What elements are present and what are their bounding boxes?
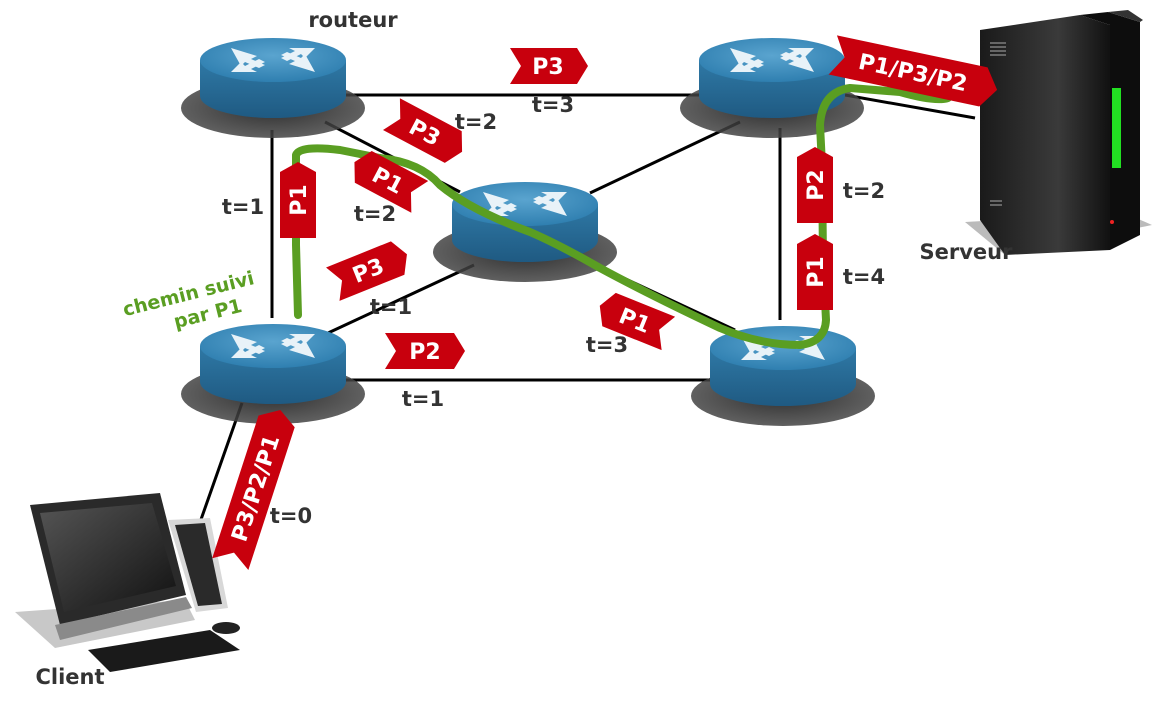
- server-label: Serveur: [920, 240, 1014, 264]
- server-led-icon: [1112, 88, 1121, 168]
- packet-client[interactable]: P3/P2/P1: [212, 404, 298, 570]
- packet-right-p2[interactable]: P2: [797, 147, 833, 223]
- packet-right-p1[interactable]: P1: [797, 234, 833, 310]
- timestamp-center-br: t=3: [586, 333, 628, 357]
- router-label: routeur: [308, 8, 398, 32]
- packet-bl-center[interactable]: P3: [326, 238, 414, 301]
- timestamp-right-p2: t=2: [843, 179, 885, 203]
- router-bottom-left[interactable]: [181, 324, 365, 424]
- link-bl-center: [327, 263, 475, 335]
- timestamp-tl-center: t=2: [455, 110, 497, 134]
- keyboard-icon: [88, 630, 240, 672]
- client-computer[interactable]: [15, 493, 240, 672]
- packet-top[interactable]: P3: [510, 48, 588, 84]
- packet-bottom[interactable]: P2: [385, 333, 465, 369]
- mouse-icon: [212, 622, 240, 634]
- timestamp-top: t=3: [532, 93, 574, 117]
- link-center-tr: [589, 120, 741, 195]
- svg-text:P2: P2: [409, 340, 440, 365]
- svg-text:P1: P1: [804, 256, 829, 287]
- timestamp-tl-center-p1: t=2: [354, 202, 396, 226]
- link-client: [196, 402, 244, 529]
- p1-path: [292, 84, 952, 349]
- timestamp-bl-center: t=1: [370, 295, 412, 319]
- svg-text:P1: P1: [287, 184, 312, 215]
- timestamp-left: t=1: [222, 195, 264, 219]
- packet-flags: P3 P3 P1 P1 P3 P2 P1 P3/P2/P1: [212, 35, 998, 570]
- timestamp-bottom: t=1: [402, 387, 444, 411]
- client-label: Client: [35, 665, 104, 689]
- server[interactable]: [965, 10, 1152, 255]
- packet-center-br[interactable]: P1: [593, 289, 676, 351]
- svg-text:P3: P3: [532, 55, 563, 80]
- svg-text:P2: P2: [804, 169, 829, 200]
- link-server: [844, 93, 976, 120]
- monitor-screen: [40, 503, 176, 612]
- network-links: [196, 93, 976, 529]
- packet-left[interactable]: P1: [280, 162, 316, 238]
- timestamp-right-p1: t=4: [843, 265, 885, 289]
- timestamp-client: t=0: [270, 504, 312, 528]
- router-top-left[interactable]: [181, 38, 365, 138]
